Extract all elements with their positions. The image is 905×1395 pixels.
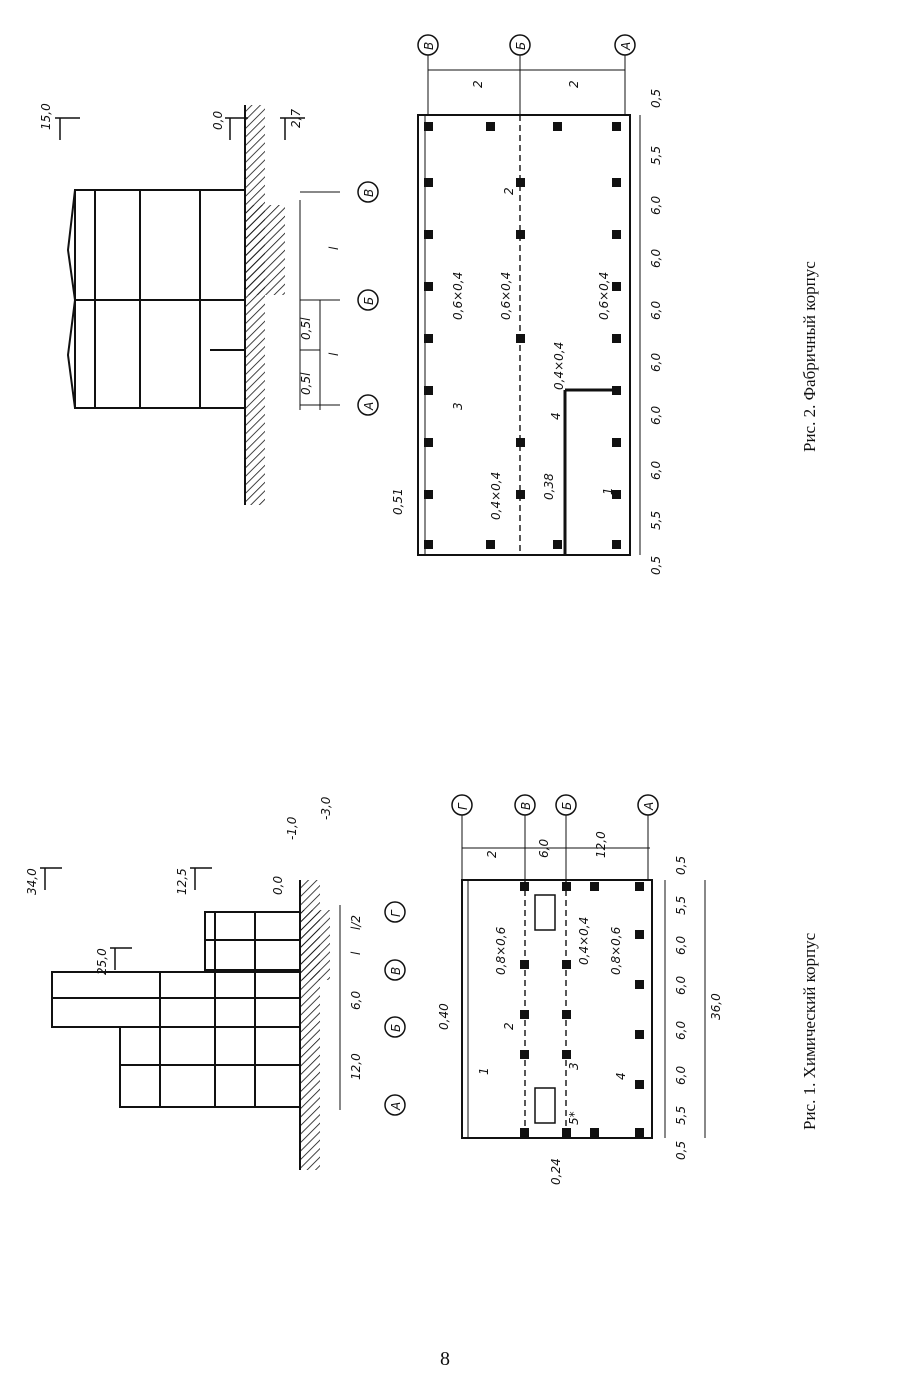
- figure2-caption: Рис. 2. Фабричный корпус: [800, 261, 819, 452]
- fig1-span-l: l: [349, 951, 363, 955]
- fig2-bay-1: 0,5: [649, 556, 663, 575]
- figure2-section-labels: 15,0 0,0 2,7 А Б В l l 0,5l 0,5l: [39, 103, 376, 411]
- figure1-plan-columns: [520, 882, 644, 1137]
- figure2-plan-columns: [424, 122, 621, 549]
- fig2-axis-v: В: [362, 189, 376, 197]
- fig1-marker-3: 3: [567, 1062, 581, 1070]
- fig1-span-12: 12,0: [349, 1053, 363, 1080]
- fig1-axis-g: Г: [389, 909, 403, 917]
- fig1-marker-4: 4: [614, 1072, 628, 1080]
- fig1-level-m3: -3,0: [319, 796, 333, 820]
- fig2-span-3: 0,5l: [299, 317, 313, 340]
- fig2-level-low: 2,7: [289, 109, 303, 128]
- fig2-bay-9: 5,5: [649, 146, 663, 165]
- fig1-level-0: 0,0: [271, 876, 285, 895]
- page-number: 8: [440, 1348, 450, 1370]
- fig2-wall-label: 0,51: [391, 488, 405, 515]
- fig2-marker-2: 2: [502, 187, 516, 195]
- fig2-col-label-3: 0,6×0,4: [597, 272, 611, 320]
- fig1-plan-axis-a: А: [642, 802, 656, 811]
- fig2-axis-a: А: [362, 402, 376, 411]
- figure1-caption: Рис. 1. Химический корпус: [800, 932, 819, 1130]
- fig2-plan-axis-b: Б: [514, 42, 528, 50]
- fig2-col-label-1: 0,6×0,4: [451, 272, 465, 320]
- fig2-col-label-2: 0,6×0,4: [499, 272, 513, 320]
- fig2-bay-10: 0,5: [649, 89, 663, 108]
- fig1-bay-8: 0,5: [674, 856, 688, 875]
- fig1-marker-1: 1: [477, 1067, 491, 1075]
- figure1-section: [40, 867, 406, 1170]
- fig1-plan-axis-b: Б: [560, 802, 574, 810]
- fig2-plan-axis-a: А: [619, 42, 633, 51]
- fig1-plan-axis-v: В: [519, 802, 533, 810]
- fig1-bay-1: 0,5: [674, 1141, 688, 1160]
- fig1-col-label-1: 0,8×0,6: [494, 926, 508, 975]
- fig1-span-6: 6,0: [349, 991, 363, 1010]
- fig1-bay-2: 5,5: [674, 1106, 688, 1125]
- figure1-section-labels: 34,0 25,0 12,5 0,0 -1,0 -3,0 А Б В Г 12,…: [25, 796, 403, 1111]
- fig2-bay-5: 6,0: [649, 353, 663, 372]
- fig2-plan-span-2: 2: [567, 80, 581, 88]
- fig1-axis-v: В: [389, 967, 403, 975]
- fig2-bay-7: 6,0: [649, 249, 663, 268]
- figure1-plan-labels: Г В Б А 2 6,0 12,0 0,40 0,24 0,8×0,6 0,8…: [437, 802, 723, 1185]
- fig1-marker-5: 5*: [567, 1111, 581, 1125]
- fig2-bay-8: 6,0: [649, 196, 663, 215]
- fig1-bay-7: 5,5: [674, 896, 688, 915]
- fig2-axis-b: Б: [362, 297, 376, 305]
- fig1-bay-6: 6,0: [674, 936, 688, 955]
- fig1-plan-span-2: 2: [485, 850, 499, 858]
- fig1-plan-axis-g: Г: [456, 802, 470, 810]
- fig2-bay-3: 6,0: [649, 461, 663, 480]
- fig2-col-label-5: 0,4×0,4: [552, 342, 566, 390]
- figure1-plan: [451, 794, 706, 1139]
- fig2-level-top: 15,0: [39, 103, 53, 130]
- fig2-plan-span-1: 2: [471, 80, 485, 88]
- fig1-wall-label: 0,40: [437, 1003, 451, 1030]
- fig1-plan-span-12: 12,0: [594, 831, 608, 858]
- fig1-level-34: 34,0: [25, 868, 39, 895]
- fig1-axis-b: Б: [389, 1024, 403, 1032]
- fig2-bay-2: 5,5: [649, 511, 663, 530]
- fig2-marker-4: 4: [549, 412, 563, 420]
- fig1-col-label-2: 0,8×0,6: [609, 926, 623, 975]
- fig1-axis-a: А: [389, 1102, 403, 1111]
- fig2-col-label-4: 0,4×0,4: [489, 472, 503, 520]
- fig2-span-4: 0,5l: [299, 372, 313, 395]
- fig1-level-12: 12,5: [175, 868, 189, 895]
- fig2-marker-3: 3: [451, 402, 465, 410]
- fig1-total: 36,0: [709, 993, 723, 1020]
- fig1-level-m1: -1,0: [285, 816, 299, 840]
- fig2-span-2: l: [327, 352, 341, 356]
- fig2-plan-axis-v: В: [422, 42, 436, 50]
- fig2-bay-4: 6,0: [649, 406, 663, 425]
- fig2-bay-6: 6,0: [649, 301, 663, 320]
- fig1-bay-4: 6,0: [674, 1021, 688, 1040]
- fig1-plan-span-6: 6,0: [537, 839, 551, 858]
- fig2-level-zero: 0,0: [211, 111, 225, 130]
- fig1-bay-3: 6,0: [674, 1066, 688, 1085]
- fig1-span-l2: l/2: [349, 915, 363, 930]
- fig1-bottom-label: 0,24: [549, 1158, 563, 1185]
- fig2-span-1: l: [327, 246, 341, 250]
- figure2-plan-labels: В Б А 2 2 0,51 0,6×0,4 0,6×0,4 0,6×0,4 0…: [391, 42, 663, 575]
- figure2-section: [55, 105, 379, 505]
- fig2-marker-1: 1: [601, 487, 615, 495]
- fig2-col-label-6: 0,38: [542, 473, 556, 500]
- fig1-level-25: 25,0: [95, 948, 109, 975]
- fig1-col-label-3: 0,4×0,4: [577, 917, 591, 965]
- fig1-bay-5: 6,0: [674, 976, 688, 995]
- fig1-marker-2: 2: [502, 1022, 516, 1030]
